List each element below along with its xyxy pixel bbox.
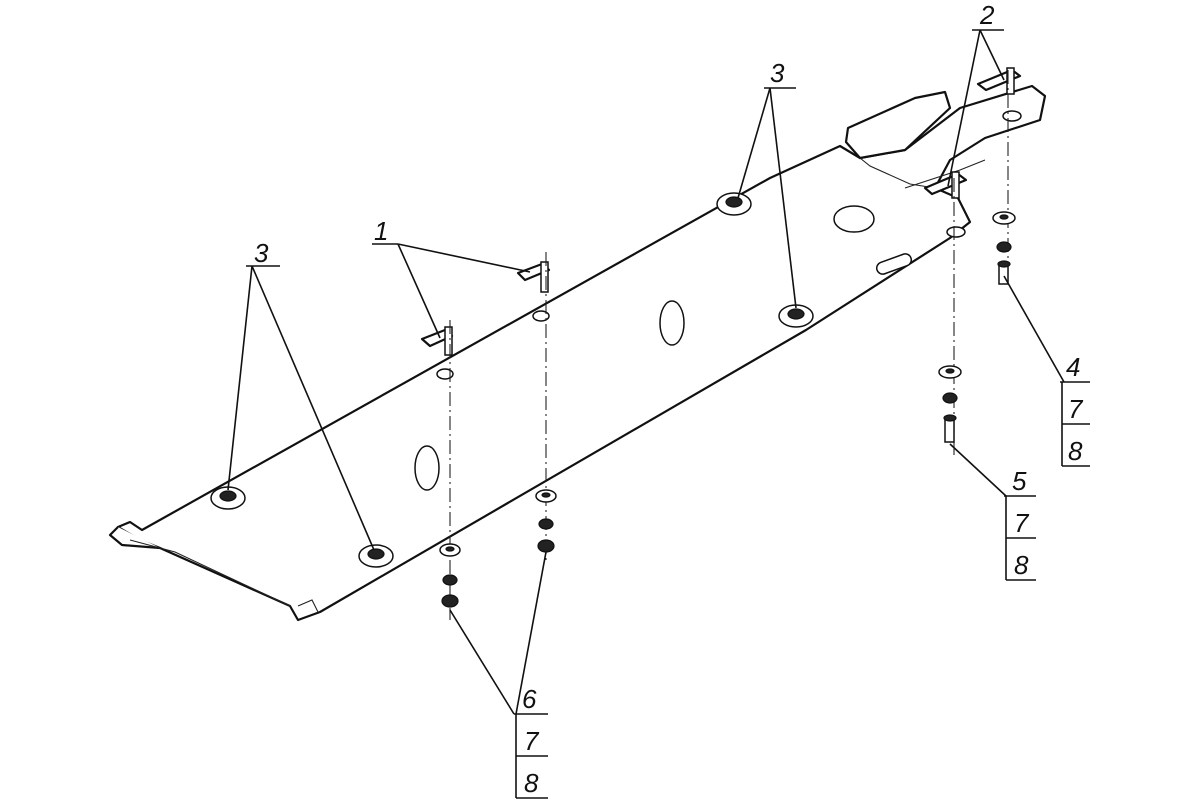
fastener-stack-6a xyxy=(439,543,461,608)
bracket-1b xyxy=(516,261,551,293)
fastener-stack-6b xyxy=(535,489,557,553)
slot-right xyxy=(875,253,913,275)
callout-1-label: 1 xyxy=(374,216,388,246)
round-opening xyxy=(833,205,875,233)
callout-box-5 xyxy=(1005,496,1036,581)
hole-left xyxy=(436,368,454,380)
callout-3-right-label: 3 xyxy=(770,58,785,88)
callout-2-label: 2 xyxy=(979,0,995,30)
callout-4-label: 4 xyxy=(1066,352,1080,382)
bracket-2a xyxy=(923,171,968,199)
slot-center xyxy=(659,300,685,346)
callout-6-label: 6 xyxy=(522,684,537,714)
callout-box-4 xyxy=(1061,382,1090,467)
callout-4-sub-8: 8 xyxy=(1068,436,1083,466)
hole-rear xyxy=(1002,110,1022,122)
callout-5-sub-8: 8 xyxy=(1014,550,1029,580)
callout-4-sub-7: 7 xyxy=(1068,394,1084,424)
slot-left xyxy=(414,445,440,491)
skid-plate xyxy=(108,84,1047,622)
grommet-2 xyxy=(778,304,814,328)
callout-box-6 xyxy=(515,714,548,799)
hole-right xyxy=(946,226,966,238)
bracket-2b xyxy=(976,67,1022,95)
callout-6-sub-8: 8 xyxy=(524,768,539,798)
fastener-stack-5 xyxy=(938,365,962,443)
callout-3-left-label: 3 xyxy=(254,238,269,268)
grommet-4 xyxy=(358,544,394,568)
callout-5-label: 5 xyxy=(1012,466,1027,496)
grommet-3 xyxy=(210,486,246,510)
fastener-stack-4 xyxy=(992,211,1016,285)
callout-5-sub-7: 7 xyxy=(1014,508,1030,538)
leader-lines xyxy=(227,29,1090,715)
callout-6-sub-7: 7 xyxy=(524,726,540,756)
callout-labels: 1 2 3 3 4 7 8 5 7 8 6 7 8 xyxy=(254,0,1084,798)
grommet-1 xyxy=(716,192,752,216)
hole-mid xyxy=(532,310,550,322)
